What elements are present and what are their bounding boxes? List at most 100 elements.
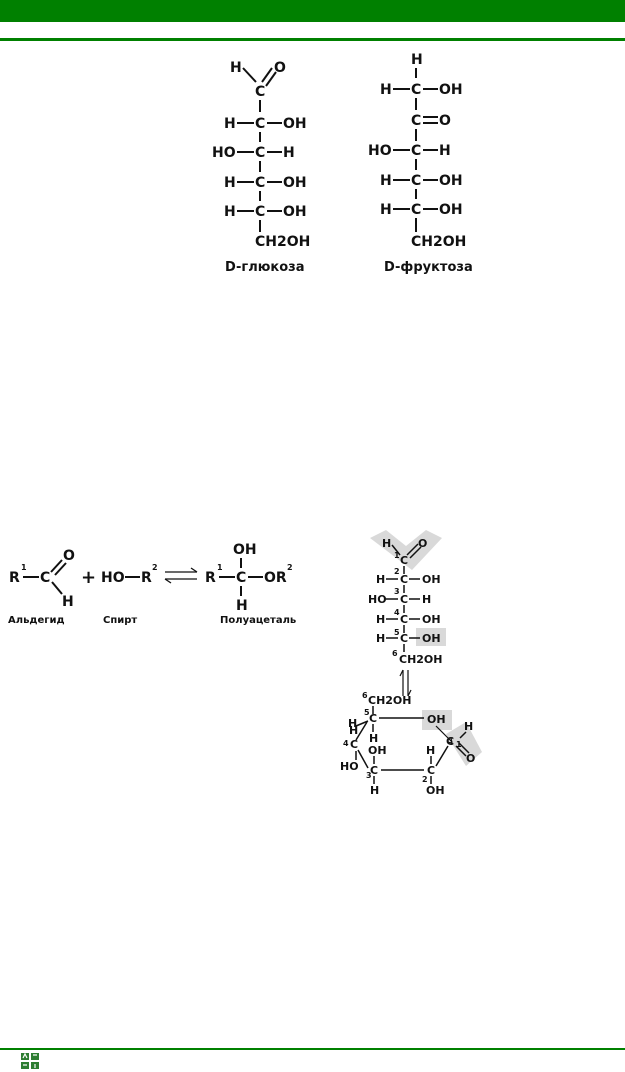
aldehyde-r: R bbox=[9, 570, 20, 586]
open-top-o: O bbox=[418, 537, 427, 550]
ring-c3-h: H bbox=[370, 784, 379, 797]
glucose-row2-left: HO bbox=[212, 145, 236, 161]
ring-c5-num: 5 bbox=[364, 708, 370, 717]
hemiacetal-reaction: R 1 C O H + HO R 2 R 1 C OH H OR 2 Альде… bbox=[8, 542, 296, 626]
glucose-row3-right: OH bbox=[283, 175, 307, 191]
open-row3-right: OH bbox=[422, 613, 441, 626]
fructose-structure: H H C OH C O HO C H H C OH H C OH CH2OH … bbox=[368, 52, 473, 275]
hemiacetal-or-num: 2 bbox=[287, 563, 293, 572]
open-c1-num: 1 bbox=[394, 551, 400, 560]
glucose-top-o: O bbox=[274, 60, 286, 76]
alcohol-r-num: 2 bbox=[152, 563, 158, 572]
open-ch2oh: CH2OH bbox=[399, 653, 443, 666]
header-bar bbox=[0, 0, 625, 22]
fructose-row1-c: C bbox=[411, 143, 421, 159]
c1-carbonyl-highlight bbox=[446, 722, 482, 766]
fructose-row3-left: H bbox=[380, 202, 392, 218]
open-row4-left: H bbox=[376, 632, 385, 645]
hemiacetal-h: H bbox=[236, 598, 248, 614]
fructose-c1-right: OH bbox=[439, 82, 463, 98]
open-row4-c: C bbox=[400, 632, 408, 645]
ring-c3-num: 3 bbox=[366, 771, 372, 780]
aldehyde-c: C bbox=[40, 570, 50, 586]
ring-c4-h: H bbox=[349, 724, 358, 737]
open-c4-num: 4 bbox=[394, 608, 400, 617]
glucose-c1: C bbox=[255, 84, 265, 100]
glucose-row4-left: H bbox=[224, 204, 236, 220]
hemiacetal-c: C bbox=[236, 570, 246, 586]
c5-oh-highlight bbox=[416, 628, 446, 646]
fructose-caption: D-фруктоза bbox=[384, 260, 473, 275]
open-row2-c: C bbox=[400, 593, 408, 606]
glucose-row1-c: C bbox=[255, 116, 265, 132]
hemiacetal-caption: Полуацеталь bbox=[220, 615, 296, 626]
glucose-row2-c: C bbox=[255, 145, 265, 161]
fructose-c2: C bbox=[411, 113, 421, 129]
glucose-row2-right: H bbox=[283, 145, 295, 161]
footer-rule bbox=[0, 1048, 625, 1050]
ring-c4-ho: HO bbox=[340, 760, 359, 773]
fructose-row3-c: C bbox=[411, 202, 421, 218]
ring-c5-h-top: H bbox=[348, 717, 357, 730]
hemiacetal-oh: OH bbox=[233, 542, 257, 558]
glucose-caption: D-глюкоза bbox=[225, 260, 304, 275]
open-c1: C bbox=[400, 554, 408, 567]
glucose-ch2oh: CH2OH bbox=[255, 234, 310, 250]
ring-c5-h-bottom: H bbox=[369, 732, 378, 745]
open-chain-glucose: H O 1 C 2 H C OH 3 HO C H 4 H C OH 5 H C… bbox=[368, 530, 446, 666]
aldehyde-o: O bbox=[63, 548, 75, 564]
glucose-top-h: H bbox=[230, 60, 242, 76]
glucose-row3-left: H bbox=[224, 175, 236, 191]
hemiacetal-or: OR bbox=[264, 570, 287, 586]
ring-c2-h: H bbox=[426, 744, 435, 757]
fructose-row2-right: OH bbox=[439, 173, 463, 189]
open-row2-right: H bbox=[422, 593, 431, 606]
ring-c5: C bbox=[369, 712, 377, 725]
open-row1-left: H bbox=[376, 573, 385, 586]
alcohol-caption: Спирт bbox=[103, 615, 137, 626]
ring-ch2oh: CH2OH bbox=[368, 694, 412, 707]
c5-oh-ring-highlight bbox=[422, 710, 452, 730]
ring-oh5: OH bbox=[427, 713, 446, 726]
header-rule bbox=[0, 38, 625, 41]
glucose-row4-right: OH bbox=[283, 204, 307, 220]
ring-c4: C bbox=[350, 738, 358, 751]
open-row1-c: C bbox=[400, 573, 408, 586]
aldehyde-caption: Альдегид bbox=[8, 615, 65, 626]
open-row2-left: HO bbox=[368, 593, 387, 606]
alcohol-ho: HO bbox=[101, 570, 125, 586]
glucose-structure: H O C H C OH HO C H H C OH H C OH CH2OH … bbox=[212, 60, 310, 275]
fructose-row2-left: H bbox=[380, 173, 392, 189]
glucose-row4-c: C bbox=[255, 204, 265, 220]
aldehyde-h: H bbox=[62, 594, 74, 610]
publisher-logo-icon bbox=[20, 1052, 40, 1070]
hemiacetal-r: R bbox=[205, 570, 216, 586]
open-row1-right: OH bbox=[422, 573, 441, 586]
ring-c2: C bbox=[427, 764, 435, 777]
ring-c2-oh: OH bbox=[426, 784, 445, 797]
ring-c1: C bbox=[446, 735, 454, 748]
open-c2-num: 2 bbox=[394, 567, 400, 576]
hemiacetal-r-num: 1 bbox=[217, 563, 223, 572]
fructose-row1-right: H bbox=[439, 143, 451, 159]
open-top-h: H bbox=[382, 537, 391, 550]
ring-c2-num: 2 bbox=[422, 775, 428, 784]
aldehyde-r-num: 1 bbox=[21, 563, 27, 572]
fructose-c1-left: H bbox=[380, 82, 392, 98]
ring-c6-num: 6 bbox=[362, 691, 368, 700]
open-row3-c: C bbox=[400, 613, 408, 626]
ring-c3-oh: OH bbox=[368, 744, 387, 757]
ring-c1-h: H bbox=[464, 720, 473, 733]
alcohol-r: R bbox=[141, 570, 152, 586]
ring-c4-num: 4 bbox=[343, 739, 349, 748]
aldehyde-highlight bbox=[370, 530, 442, 570]
open-row4-right: OH bbox=[422, 632, 441, 645]
ring-c1-o: O bbox=[466, 752, 475, 765]
glucose-row3-c: C bbox=[255, 175, 265, 191]
fructose-row2-c: C bbox=[411, 173, 421, 189]
cyclization-equilibrium-arrows bbox=[399, 669, 412, 697]
ring-c3: C bbox=[370, 764, 378, 777]
glucose-row1-left: H bbox=[224, 116, 236, 132]
fructose-ch2oh: CH2OH bbox=[411, 234, 466, 250]
fructose-row3-right: OH bbox=[439, 202, 463, 218]
